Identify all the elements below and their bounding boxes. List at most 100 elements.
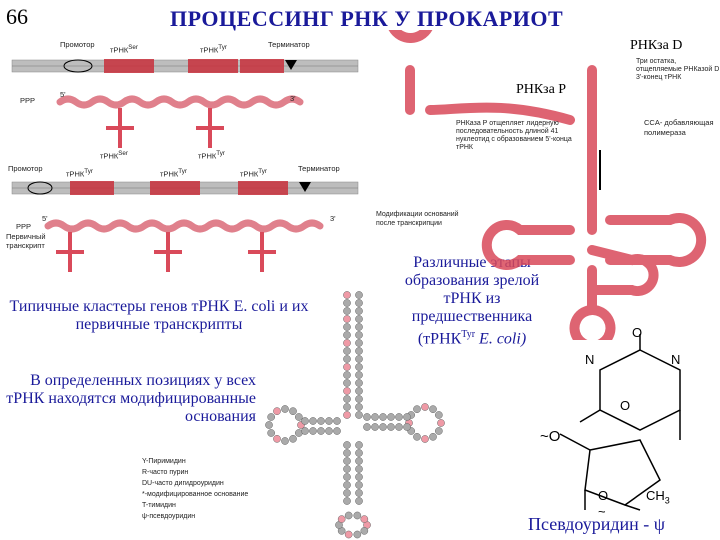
nucleotide-bead [355, 299, 363, 307]
t-arm [605, 213, 707, 267]
nucleotide-bead [343, 489, 351, 497]
nucleotide-bead [353, 511, 362, 520]
nucleotide-bead [395, 413, 403, 421]
trna-ser-label-1: тРНКSer [110, 44, 138, 55]
nucleotide-bead [343, 299, 351, 307]
nucleotide-bead [343, 395, 351, 403]
nucleotide-bead [343, 291, 351, 299]
precursor-trna-diagram [388, 30, 707, 340]
pseudouridine-structure [559, 334, 681, 511]
five-prime-label-1: 5' [60, 90, 66, 99]
terminator-marker [299, 182, 311, 192]
nucleotide-bead [379, 423, 387, 431]
nucleotide-bead [343, 331, 351, 339]
nucleotide-bead [343, 379, 351, 387]
nucleotide-bead [267, 413, 275, 421]
legend-item: ψ-псевдоуридин [142, 513, 196, 520]
nucleotide-bead [355, 489, 363, 497]
nucleotide-bead [343, 307, 351, 315]
nucleotide-bead [343, 411, 351, 419]
gene-cluster-diagram [11, 59, 359, 272]
terminator-label-2: Терминатор [298, 164, 340, 173]
nucleotide-bead [379, 413, 387, 421]
clusters-caption: Типичные кластеры генов тРНК E. coli и и… [9, 298, 309, 333]
nucleotide-bead [363, 423, 371, 431]
terminator-label-1: Терминатор [268, 40, 310, 49]
nucleotide-bead [429, 433, 437, 441]
nucleotide-bead [343, 339, 351, 347]
nucleotide-bead [301, 427, 309, 435]
nucleotide-bead [343, 387, 351, 395]
nucleotide-bead [355, 497, 363, 505]
nucleotide-bead [343, 315, 351, 323]
gene-band [238, 181, 288, 195]
nucleotide-bead [343, 481, 351, 489]
slide-number: 66 [6, 4, 28, 29]
nucleotide-bead [337, 515, 346, 523]
three-prime-label-1: 3' [290, 94, 296, 103]
rnase-p-label: РНКза P [516, 82, 567, 97]
nucleotide-bead [355, 379, 363, 387]
ribose-ring [584, 439, 661, 506]
nucleotide-bead [355, 315, 363, 323]
nucleotide-bead [344, 530, 353, 539]
gene-band [104, 59, 154, 73]
d-arm [481, 220, 575, 270]
nucleotide-bead [309, 427, 317, 435]
nucleotide-bead [355, 347, 363, 355]
nucleotide-bead [325, 417, 333, 425]
oxygen-label: O [632, 325, 643, 340]
nucleotide-bead [437, 419, 445, 427]
nucleotide-bead [343, 449, 351, 457]
nucleotide-bead [413, 433, 421, 441]
trna-tyr-label-2b: тРНКTyr [160, 168, 187, 179]
legend: Y-Пиримидин R-часто пурин DU-часто дигид… [142, 456, 248, 522]
rnase-d-label: РНКза D [630, 38, 683, 53]
terminator-marker [285, 60, 297, 70]
nucleotide-bead [343, 441, 351, 449]
nucleotide-bead [371, 423, 379, 431]
nucleotide-bead [343, 403, 351, 411]
promoter-label-2: Промотор [8, 164, 43, 173]
promoter-marker [27, 181, 53, 195]
nucleotide-bead [371, 413, 379, 421]
nucleotide-bead [267, 429, 275, 437]
legend-item: T-тимидин [142, 502, 176, 509]
nucleotide-bead [355, 411, 363, 419]
nucleotide-bead [355, 355, 363, 363]
leader-hairpin [388, 30, 433, 43]
nucleotide-bead [355, 387, 363, 395]
variable-arm [587, 245, 659, 296]
anticodon-arm [569, 265, 616, 340]
nucleotide-bead [343, 457, 351, 465]
tilde-label: ~ [598, 504, 606, 519]
trna-clover-1 [106, 108, 224, 148]
nucleotide-bead [355, 371, 363, 379]
nucleotide-bead [355, 481, 363, 489]
trna-tyr-label-1: тРНКTyr [200, 44, 227, 55]
nucleotide-bead [333, 427, 341, 435]
ppp-label-1: PPP [20, 96, 36, 105]
nucleotide-bead [403, 423, 411, 431]
nucleotide-bead [355, 331, 363, 339]
nucleotide-bead [363, 413, 371, 421]
modified-bases-caption: В определенных позициях у всех тРНК нахо… [6, 372, 256, 425]
pyrimidine-ring [599, 349, 681, 431]
nitrogen-label-1: N [585, 352, 595, 367]
nucleotide-bead [355, 395, 363, 403]
nucleotide-bead [421, 403, 429, 411]
nucleotide-bead [343, 371, 351, 379]
nucleotide-bead [343, 473, 351, 481]
nucleotide-bead [343, 323, 351, 331]
nucleotide-bead [387, 423, 395, 431]
three-prime-label-2: 3' [330, 214, 336, 223]
trna-tyr-transcript-label: тРНКTyr [198, 150, 225, 161]
cca-note: CCA- добавляющая полимераза [644, 118, 714, 137]
primary-transcript-1 [56, 95, 304, 109]
nucleotide-bead [360, 515, 369, 523]
nucleotide-bead [435, 411, 443, 419]
nucleotide-bead [353, 530, 362, 539]
nucleotide-bead [273, 435, 281, 443]
dna-bar-1 [11, 59, 359, 73]
nucleotide-bead [344, 511, 353, 520]
